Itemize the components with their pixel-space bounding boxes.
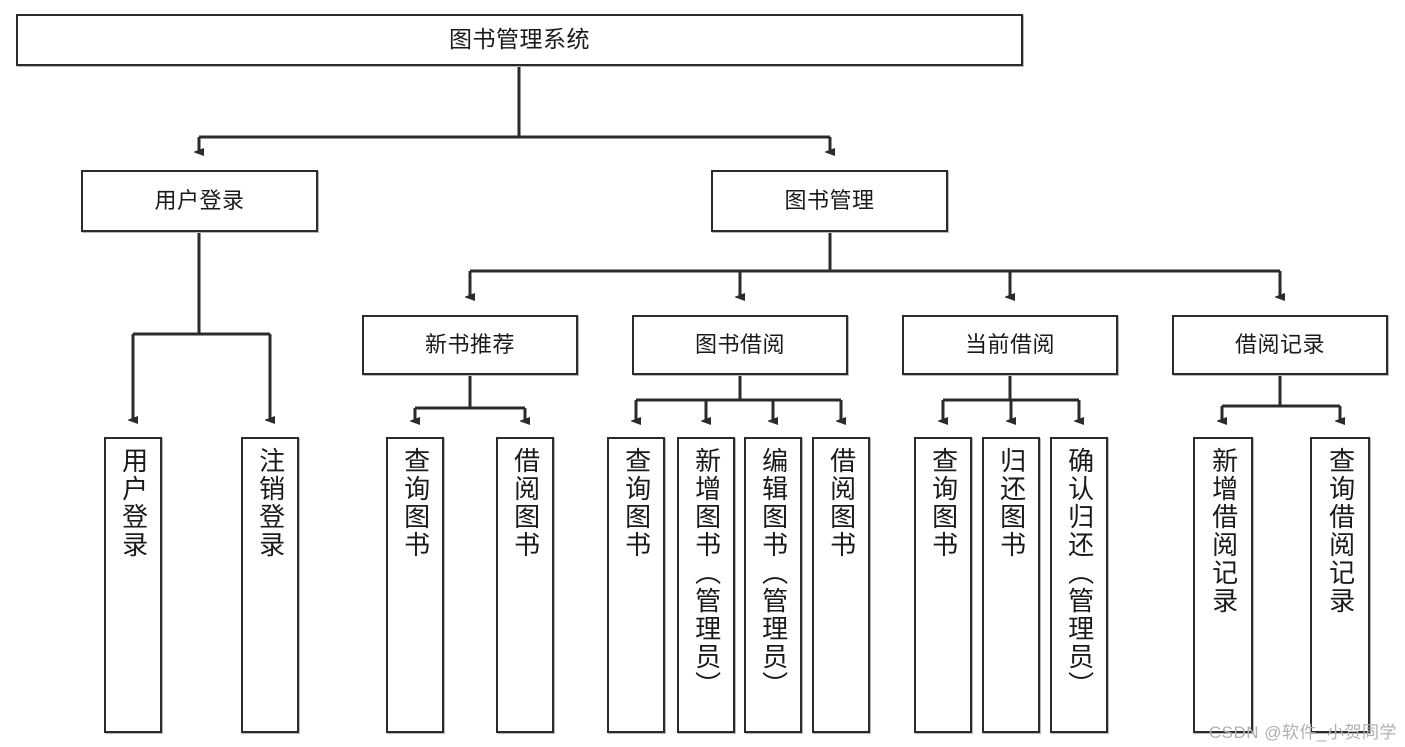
node-label: 查询借阅记录 (1325, 447, 1356, 615)
node-label: 借阅图书 (826, 447, 857, 559)
node-book-borrow[interactable]: 图书借阅 (632, 315, 848, 375)
node-label: 确认归还（管理员） (1064, 447, 1095, 699)
leaf-query-book-current[interactable]: 查询图书 (914, 437, 972, 733)
leaf-borrow-book-recommend[interactable]: 借阅图书 (496, 437, 554, 733)
node-book-management[interactable]: 图书管理 (711, 170, 948, 232)
node-label: 归还图书 (996, 447, 1027, 559)
node-label: 新书推荐 (424, 332, 515, 358)
node-label: 图书借阅 (694, 332, 785, 358)
node-label: 用户登录 (118, 447, 149, 559)
leaf-query-book-borrow[interactable]: 查询图书 (607, 437, 665, 733)
node-label: 当前借阅 (964, 332, 1055, 358)
node-label: 借阅图书 (510, 447, 541, 559)
node-label: 图书管理系统 (449, 26, 590, 53)
node-label: 注销登录 (255, 447, 286, 559)
leaf-query-borrow-record[interactable]: 查询借阅记录 (1310, 437, 1370, 733)
node-label: 图书管理 (784, 188, 875, 214)
leaf-borrow-book[interactable]: 借阅图书 (812, 437, 870, 733)
node-label: 查询图书 (400, 447, 431, 559)
leaf-logout[interactable]: 注销登录 (241, 437, 299, 733)
node-new-book-recommend[interactable]: 新书推荐 (362, 315, 578, 375)
node-root-book-management-system[interactable]: 图书管理系统 (16, 14, 1023, 66)
node-borrow-record[interactable]: 借阅记录 (1172, 315, 1388, 375)
leaf-add-borrow-record[interactable]: 新增借阅记录 (1193, 437, 1253, 733)
node-label: 新增借阅记录 (1208, 447, 1239, 615)
csdn-watermark: CSDN @软件_小贺同学 (1208, 723, 1397, 742)
leaf-edit-book-admin[interactable]: 编辑图书（管理员） (744, 437, 802, 733)
leaf-user-login[interactable]: 用户登录 (104, 437, 162, 733)
leaf-query-book-recommend[interactable]: 查询图书 (386, 437, 444, 733)
leaf-return-book[interactable]: 归还图书 (982, 437, 1040, 733)
node-label: 查询图书 (928, 447, 959, 559)
node-label: 借阅记录 (1234, 332, 1325, 358)
node-user-login[interactable]: 用户登录 (81, 170, 318, 232)
node-label: 查询图书 (621, 447, 652, 559)
node-label: 新增图书（管理员） (691, 447, 722, 699)
node-current-borrow[interactable]: 当前借阅 (902, 315, 1118, 375)
node-label: 编辑图书（管理员） (758, 447, 789, 699)
leaf-add-book-admin[interactable]: 新增图书（管理员） (677, 437, 735, 733)
node-label: 用户登录 (154, 188, 245, 214)
leaf-confirm-return-admin[interactable]: 确认归还（管理员） (1050, 437, 1108, 733)
